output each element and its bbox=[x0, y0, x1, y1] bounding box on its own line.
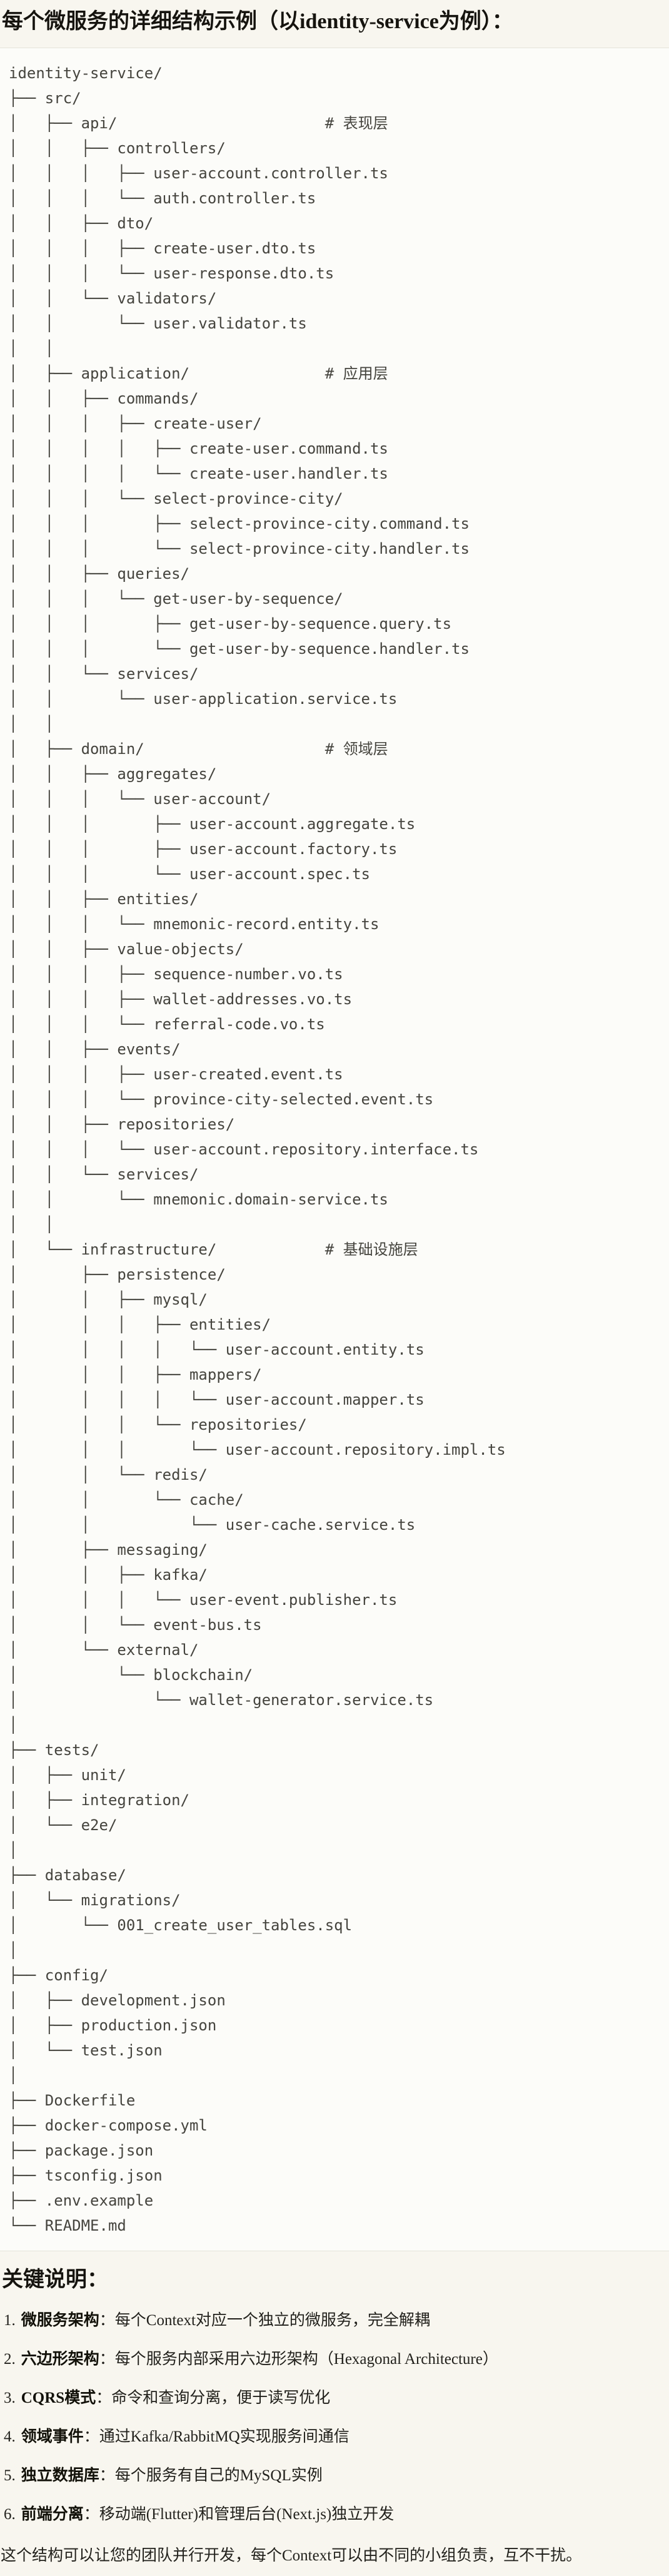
page-title: 每个微服务的详细结构示例（以identity-service为例）： bbox=[2, 10, 513, 33]
list-item-label: 独立数据库 bbox=[21, 2467, 99, 2484]
notes-list: 1. 微服务架构：每个Context对应一个独立的微服务，完全解耦 2. 六边形架构… bbox=[0, 2309, 669, 2527]
list-item-number: 2. bbox=[4, 2351, 16, 2368]
list-item-text: ：命令和查询分离，便于读写优化 bbox=[96, 2390, 331, 2406]
list-item: 4. 领域事件：通过Kafka/RabbitMQ实现服务间通信 bbox=[4, 2425, 669, 2449]
list-item-number: 3. bbox=[4, 2390, 16, 2406]
notes-heading: 关键说明： bbox=[2, 2268, 108, 2291]
list-item: 1. 微服务架构：每个Context对应一个独立的微服务，完全解耦 bbox=[4, 2309, 669, 2333]
list-item: 3. CQRS模式：命令和查询分离，便于读写优化 bbox=[4, 2386, 669, 2410]
list-item: 5. 独立数据库：每个服务有自己的MySQL实例 bbox=[4, 2464, 669, 2488]
list-item: 2. 六边形架构：每个服务内部采用六边形架构（Hexagonal Architec… bbox=[4, 2348, 669, 2371]
code-block: identity-service/ ├── src/ │ ├── api/ # … bbox=[0, 48, 669, 2251]
list-item-text: ：每个服务有自己的MySQL实例 bbox=[99, 2467, 323, 2484]
list-item-number: 5. bbox=[4, 2467, 16, 2484]
directory-tree: identity-service/ ├── src/ │ ├── api/ # … bbox=[9, 64, 506, 2234]
list-item-label: 微服务架构 bbox=[21, 2312, 99, 2329]
list-item-text: ：移动端(Flutter)和管理后台(Next.js)独立开发 bbox=[83, 2506, 395, 2523]
list-item-text: ：每个服务内部采用六边形架构（Hexagonal Architecture） bbox=[99, 2351, 498, 2368]
list-item-text: ：每个Context对应一个独立的微服务，完全解耦 bbox=[99, 2312, 430, 2329]
list-item-label: CQRS模式 bbox=[21, 2390, 96, 2406]
list-item-number: 1. bbox=[4, 2312, 16, 2329]
list-item-number: 6. bbox=[4, 2506, 16, 2523]
list-item: 6. 前端分离：移动端(Flutter)和管理后台(Next.js)独立开发 bbox=[4, 2503, 669, 2527]
closing-paragraph: 这个结构可以让您的团队并行开发，每个Context可以由不同的小组负责，互不干扰… bbox=[1, 2547, 582, 2564]
list-item-text: ：通过Kafka/RabbitMQ实现服务间通信 bbox=[83, 2428, 350, 2445]
list-item-number: 4. bbox=[4, 2428, 16, 2445]
list-item-label: 领域事件 bbox=[21, 2428, 84, 2445]
list-item-label: 六边形架构 bbox=[21, 2351, 99, 2368]
list-item-label: 前端分离 bbox=[21, 2506, 84, 2523]
